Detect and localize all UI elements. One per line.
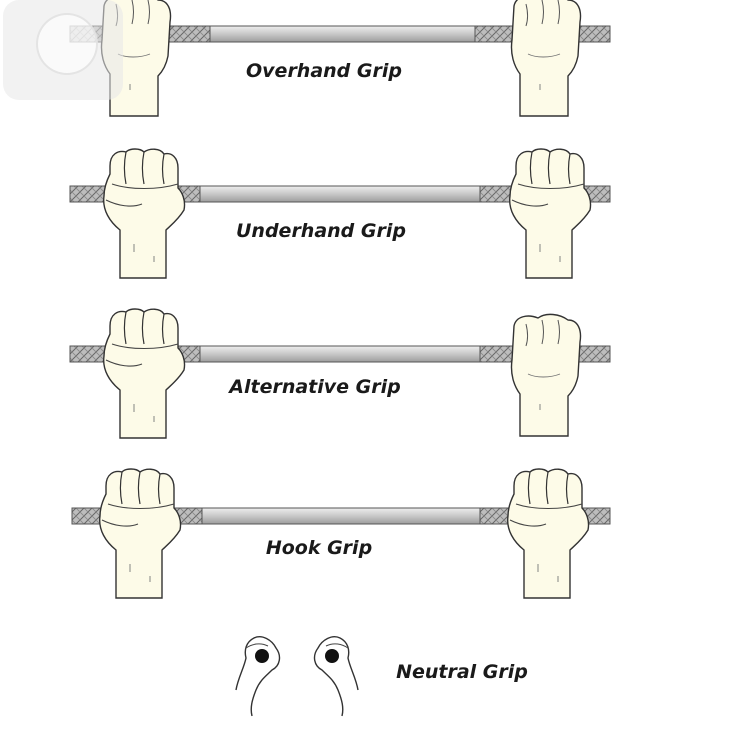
hook-grip-label: Hook Grip: [266, 537, 372, 559]
left-hand-neutral: [235, 636, 281, 717]
hook-grip-figure: [71, 468, 611, 599]
overhand-grip-figure: [69, 0, 611, 117]
alternative-grip-figure: [69, 308, 611, 439]
overhand-grip-label: Overhand Grip: [246, 60, 402, 82]
overlay-button[interactable]: [3, 0, 123, 100]
right-hand-hook: [506, 468, 590, 599]
right-hand-alternative: [510, 313, 582, 437]
right-hand-underhand: [508, 148, 592, 279]
neutral-grip-label: Neutral Grip: [396, 661, 528, 683]
alternative-grip-label: Alternative Grip: [227, 376, 400, 398]
underhand-grip-figure: [69, 148, 611, 279]
left-hand-alternative: [102, 308, 186, 439]
right-hand-overhand: [510, 0, 582, 117]
right-hand-neutral: [313, 636, 359, 717]
left-hand-underhand: [102, 148, 186, 279]
neutral-grip-figure: [235, 636, 359, 717]
underhand-grip-label: Underhand Grip: [236, 220, 406, 242]
circle-button-icon: [36, 13, 98, 75]
left-hand-hook: [98, 468, 182, 599]
